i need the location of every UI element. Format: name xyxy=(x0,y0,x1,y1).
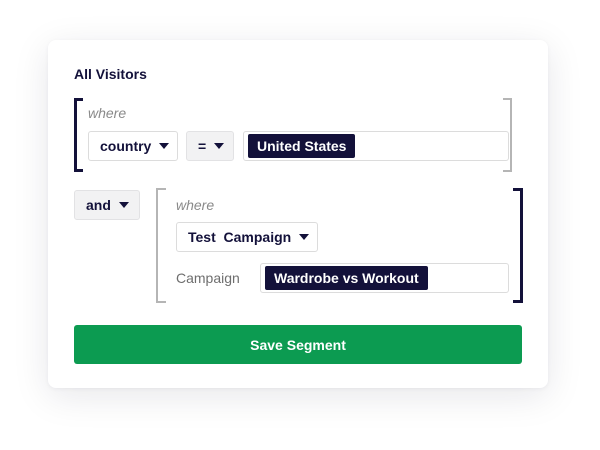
value-input-campaign[interactable]: Wardrobe vs Workout xyxy=(260,263,509,293)
caret-down-icon xyxy=(119,202,129,208)
group-bracket-left xyxy=(156,188,166,303)
segment-card: All Visitors where country = United Stat… xyxy=(48,40,548,388)
caret-down-icon xyxy=(214,143,225,149)
caret-down-icon xyxy=(159,143,170,149)
save-segment-button[interactable]: Save Segment xyxy=(74,325,522,364)
join-label: and xyxy=(86,197,111,213)
operator-dropdown[interactable]: = xyxy=(186,131,234,161)
field-dropdown-label: country xyxy=(100,138,152,154)
value-tag[interactable]: United States xyxy=(248,134,356,158)
campaign-label: Campaign xyxy=(176,270,240,286)
group-bracket-right xyxy=(513,188,523,303)
field-dropdown-test-campaign[interactable]: Test Campaign xyxy=(176,222,318,252)
caret-down-icon xyxy=(299,234,310,240)
field-dropdown-label: Test Campaign xyxy=(188,229,292,245)
where-label: where xyxy=(88,105,127,121)
segment-title: All Visitors xyxy=(74,66,147,82)
operator-label: = xyxy=(198,138,207,154)
where-label: where xyxy=(176,197,215,213)
group-bracket-right xyxy=(503,98,512,172)
group-bracket-left xyxy=(74,98,83,172)
field-dropdown-country[interactable]: country xyxy=(88,131,178,161)
value-input-country[interactable]: United States xyxy=(243,131,509,161)
value-tag[interactable]: Wardrobe vs Workout xyxy=(265,266,428,290)
join-dropdown[interactable]: and xyxy=(74,190,140,220)
